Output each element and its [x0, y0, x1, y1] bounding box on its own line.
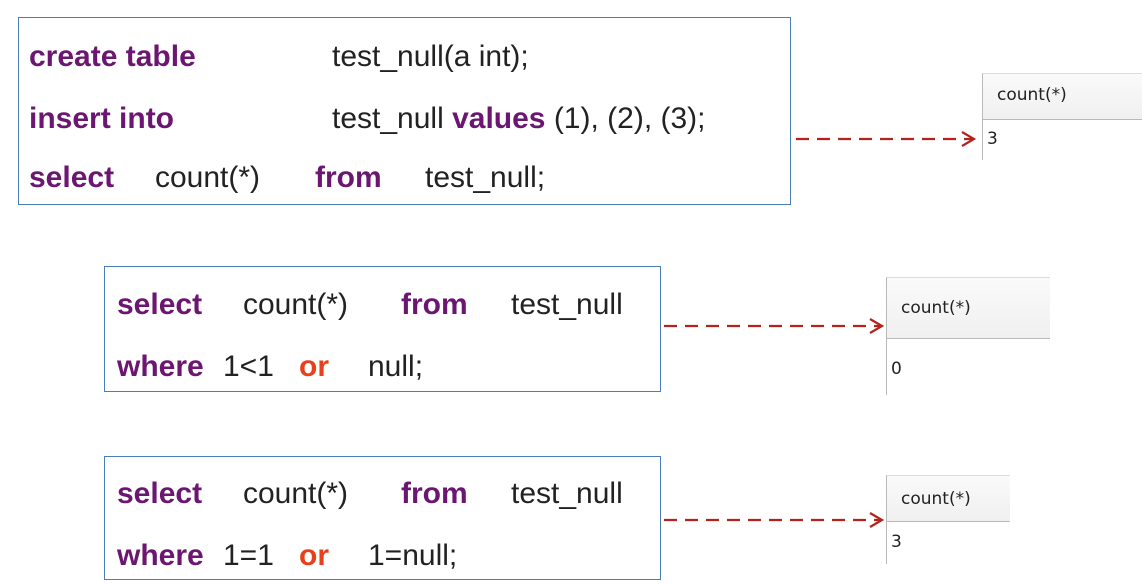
sql-text-group: test_null values (1), (2), (3);: [332, 104, 706, 134]
sql-text: null;: [368, 350, 424, 383]
sql-line-select: select count(*) from test_null;: [29, 161, 545, 194]
keyword-from: from: [315, 161, 382, 194]
arrowhead-1: [961, 131, 977, 147]
sql-block-create-insert-select: [18, 17, 791, 205]
keyword-or: or: [299, 350, 329, 383]
sql-line-insert-into: insert into test_null values (1), (2), (…: [29, 102, 706, 135]
result-column-header: count(*): [982, 73, 1142, 120]
result-cell: 3: [982, 120, 998, 160]
sql-text: 1=1: [223, 539, 274, 572]
result-cell: 0: [886, 339, 902, 395]
sql-block-where-or-equals-null: [104, 456, 661, 580]
keyword-select: select: [29, 161, 115, 194]
result-grid-2: count(*) 0: [886, 277, 1050, 395]
keyword-values: values: [452, 102, 546, 135]
sql-text: count(*): [155, 161, 261, 194]
sql-text: test_null(a int);: [332, 40, 529, 73]
sql-text: test_null: [511, 288, 623, 321]
keyword-where: where: [117, 350, 204, 383]
arrowhead-3: [869, 512, 885, 528]
result-cell: 3: [886, 522, 902, 564]
keyword-insert-into: insert into: [29, 102, 175, 135]
sql-line-where: where 1<1 or null;: [117, 350, 423, 383]
keyword-where: where: [117, 539, 204, 572]
sql-text: test_null: [511, 477, 623, 510]
keyword-create-table: create table: [29, 40, 196, 73]
sql-text: count(*): [243, 477, 349, 510]
sql-line-create-table: create table test_null(a int);: [29, 40, 529, 73]
result-column-header: count(*): [886, 277, 1050, 339]
sql-text: 1<1: [223, 350, 274, 383]
sql-text: count(*): [243, 288, 349, 321]
sql-block-where-or-null: [104, 266, 661, 392]
sql-text: (1), (2), (3);: [545, 102, 706, 135]
sql-text: test_null;: [425, 161, 546, 194]
sql-line-select: select count(*) from test_null: [117, 477, 623, 510]
keyword-select: select: [117, 288, 203, 321]
keyword-from: from: [401, 477, 468, 510]
keyword-from: from: [401, 288, 468, 321]
sql-line-select: select count(*) from test_null: [117, 288, 623, 321]
sql-text: test_null: [332, 102, 453, 135]
sql-line-where: where 1=1 or 1=null;: [117, 539, 457, 572]
result-grid-3: count(*) 3: [886, 475, 1010, 567]
keyword-select: select: [117, 477, 203, 510]
result-column-header: count(*): [886, 475, 1010, 522]
arrowhead-2: [869, 318, 885, 334]
result-grid-1: count(*) 3: [982, 73, 1142, 163]
keyword-or: or: [299, 539, 329, 572]
sql-text: 1=null;: [368, 539, 458, 572]
